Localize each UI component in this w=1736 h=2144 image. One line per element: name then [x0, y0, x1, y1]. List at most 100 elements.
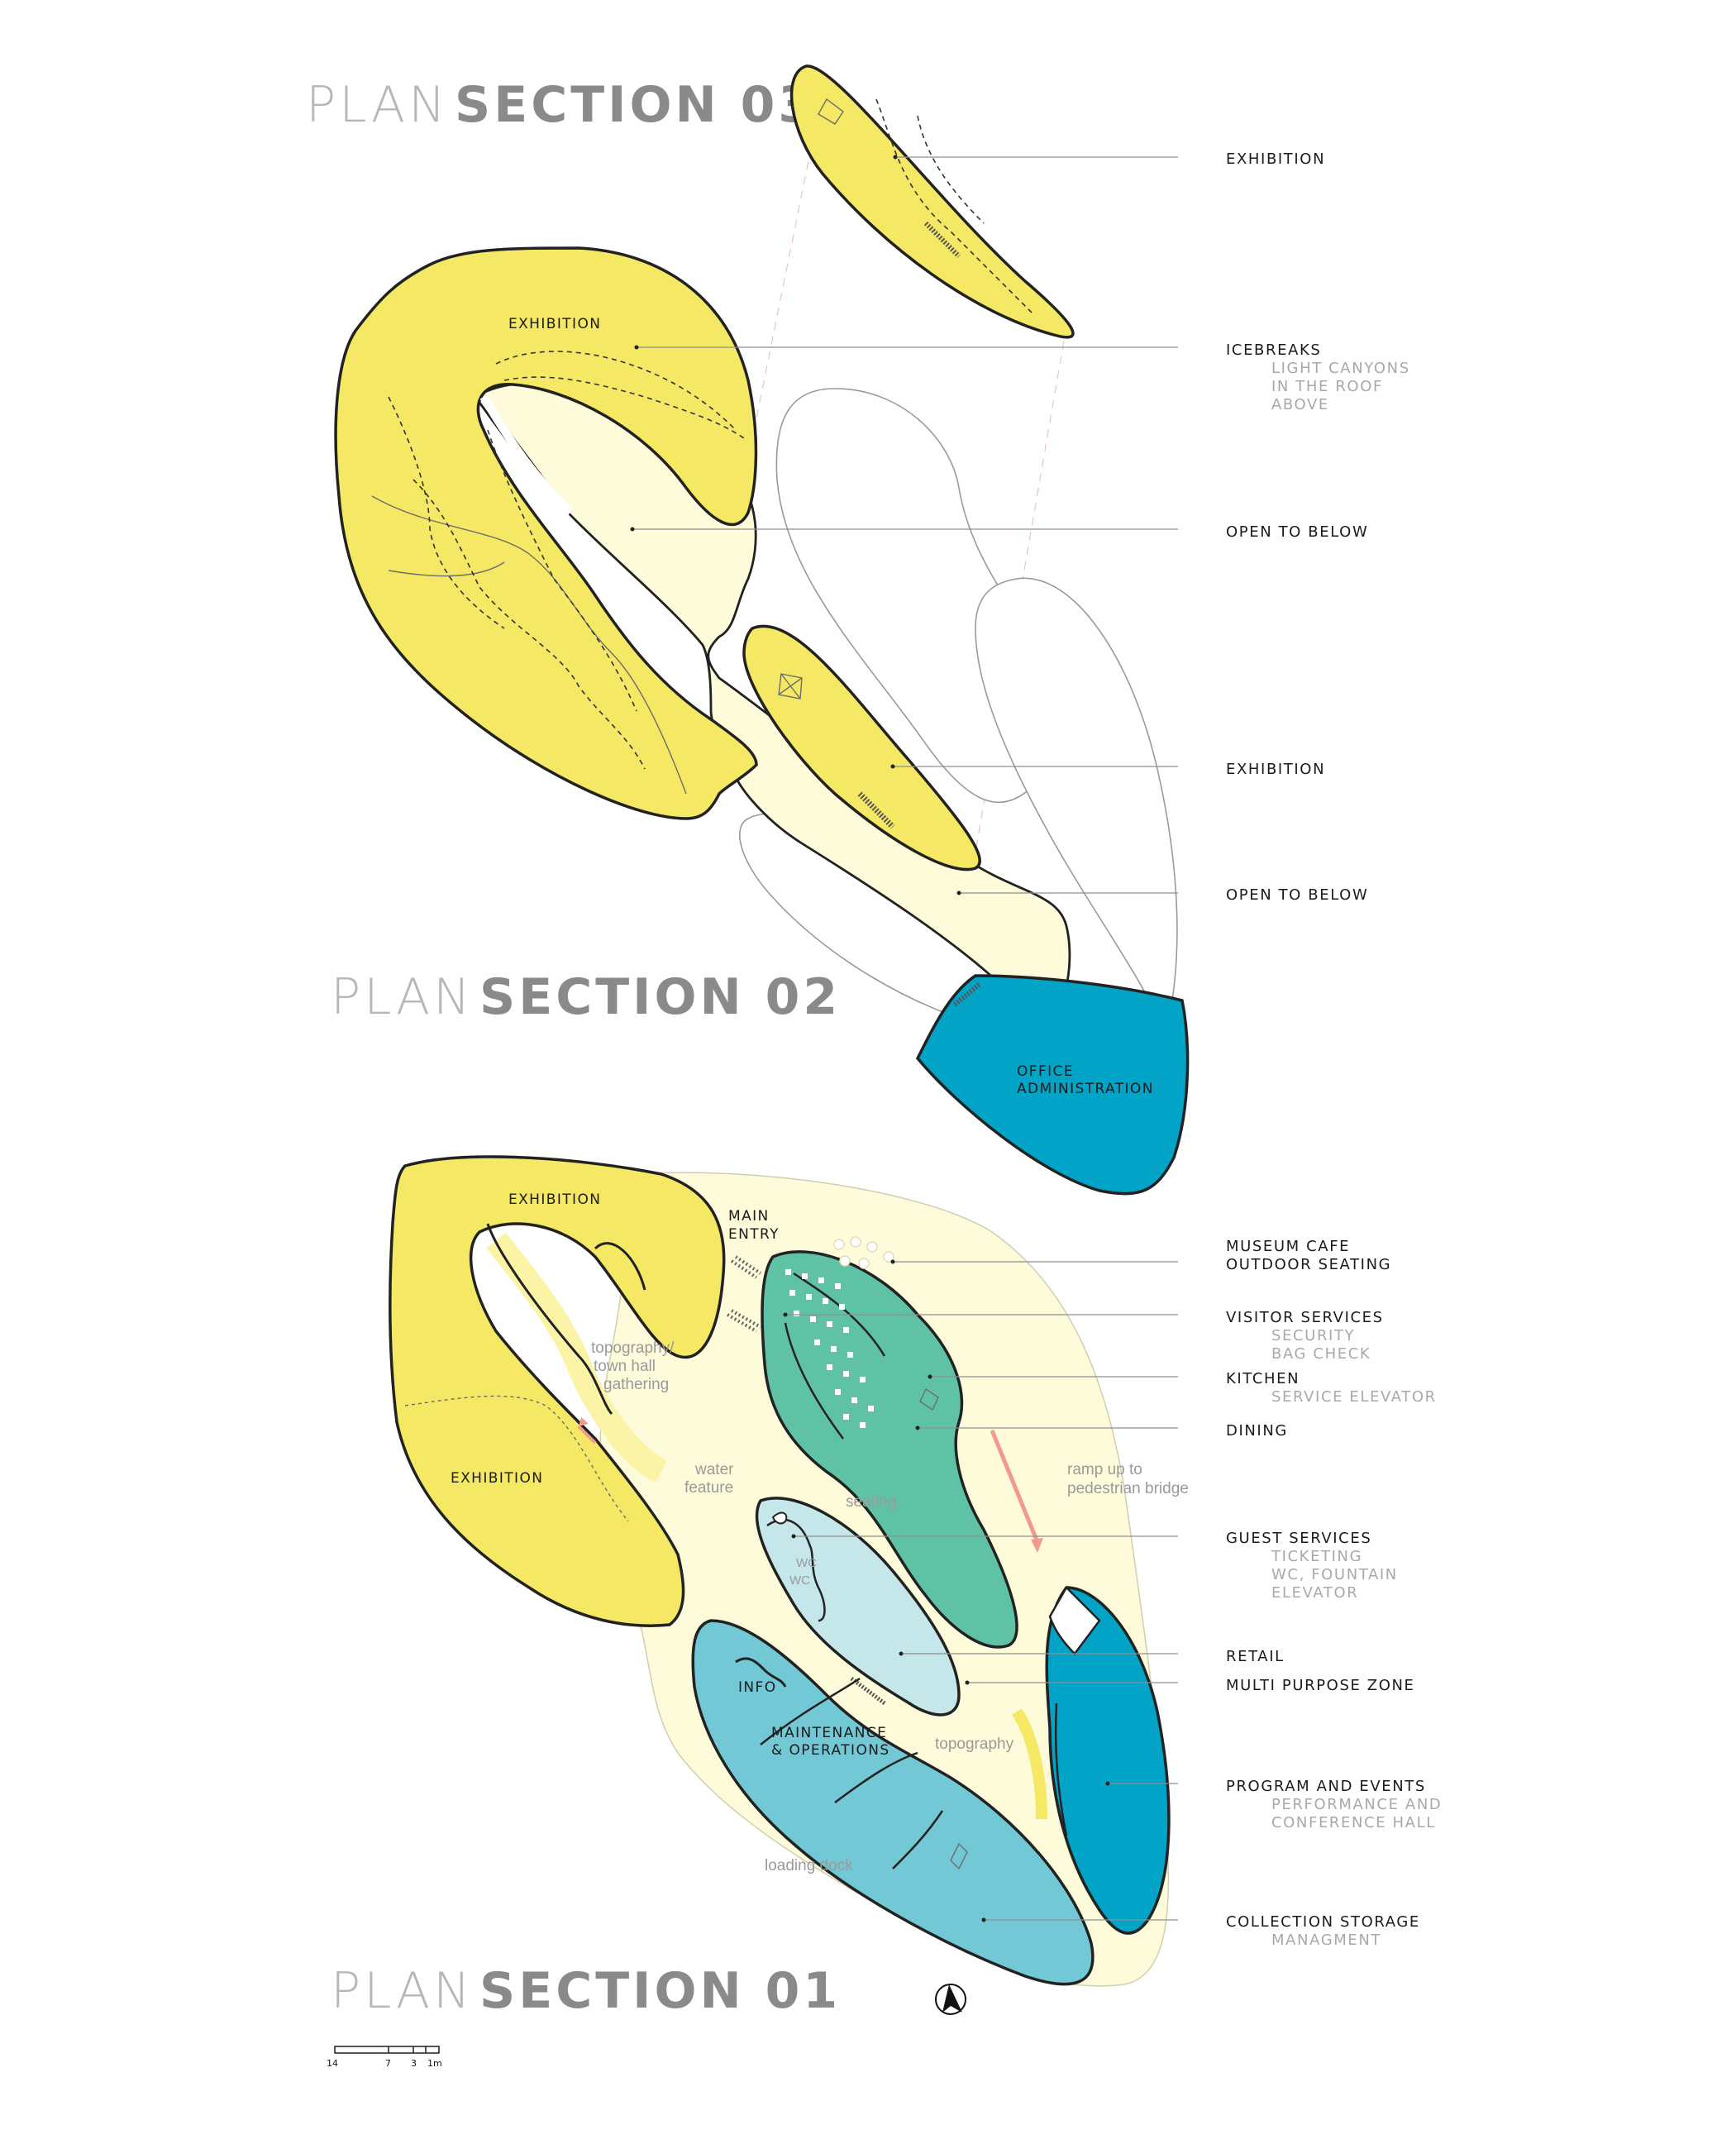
leader-lines — [630, 155, 1178, 1922]
exhibition-ramp — [486, 1232, 668, 1483]
topography-strip — [1012, 1708, 1047, 1820]
plan-section-02: PLAN SECTION 02 EXHIBITION OFFICE ADMINI… — [331, 246, 1190, 1196]
ramp-note-line2: pedestrian bridge — [1067, 1480, 1189, 1497]
water-feature-line2: feature — [684, 1479, 733, 1497]
label-guest-services: GUEST SERVICES — [1226, 1530, 1371, 1547]
section-01-title-plan: PLAN — [331, 1962, 474, 2020]
guest-services-wall — [766, 1518, 826, 1622]
glazing-strip — [479, 394, 574, 516]
main-entry-line1: MAIN — [728, 1208, 770, 1225]
main-entry-line2: ENTRY — [728, 1226, 780, 1243]
section-02-exhibition-label: EXHIBITION — [508, 316, 601, 332]
label-s03-exhibition: EXHIBITION — [1226, 150, 1325, 168]
wc-label-2: WC — [789, 1573, 810, 1588]
section-02-exhibition-large — [334, 246, 758, 820]
freight-elevator — [950, 1842, 968, 1870]
stair-mark — [857, 791, 895, 829]
scale-tick-1m: 1m — [427, 2058, 442, 2069]
label-kitchen-sub: SERVICE ELEVATOR — [1271, 1388, 1437, 1406]
entry-steps — [730, 1255, 762, 1279]
section-03-exhibition-volume — [789, 64, 1075, 339]
section-02-title-number: SECTION 02 — [479, 968, 841, 1026]
label-kitchen: KITCHEN — [1226, 1370, 1300, 1387]
label-cafe-line1: MUSEUM CAFE — [1226, 1238, 1350, 1255]
topography-note-line3: gathering — [603, 1376, 669, 1393]
icebreak-line — [917, 115, 985, 224]
stage-edge — [1054, 1702, 1068, 1836]
label-s02-exhibition: EXHIBITION — [1226, 761, 1325, 778]
fountain-icon — [771, 1511, 788, 1525]
program-and-events — [1045, 1586, 1171, 1935]
label-retail: RETAIL — [1226, 1648, 1285, 1665]
plan-section-01: PLAN SECTION 01 — [327, 1155, 1189, 2069]
icebreak-line — [503, 376, 745, 439]
label-visitor-sub2: BAG CHECK — [1271, 1345, 1371, 1363]
program-labels: EXHIBITION ICEBREAKS LIGHT CANYONS IN TH… — [1226, 150, 1442, 1949]
storage-wall — [892, 1810, 944, 1869]
plan-section-03: PLAN SECTION 03 — [306, 64, 1075, 852]
maintenance-label-line1: MAINTENANCE — [771, 1725, 887, 1741]
label-icebreaks: ICEBREAKS — [1226, 341, 1321, 359]
cafe-table-grid — [785, 1269, 874, 1428]
label-guest-sub2: WC, FOUNTAIN — [1271, 1566, 1398, 1583]
topography-note-line1: topography/ — [591, 1339, 675, 1357]
section-03-title-plan: PLAN — [306, 76, 449, 134]
label-open-to-below-1: OPEN TO BELOW — [1226, 523, 1368, 541]
wc-label-1: WC — [796, 1556, 817, 1570]
stair-mark — [850, 1677, 886, 1705]
topography-note: topography — [935, 1736, 1014, 1753]
scale-tick-7: 7 — [385, 2058, 391, 2069]
info-wall — [760, 1677, 861, 1745]
label-storage-sub: MANAGMENT — [1271, 1932, 1381, 1949]
rooflight-mark — [818, 98, 844, 125]
label-icebreaks-sub2: IN THE ROOF — [1271, 378, 1383, 395]
section-03-title-number: SECTION 03 — [455, 76, 816, 134]
vent-mark — [778, 673, 803, 700]
guest-services-retail — [755, 1497, 961, 1717]
exhibition-wall — [486, 1223, 613, 1416]
info-label: INFO — [738, 1679, 777, 1696]
label-program-events: PROGRAM AND EVENTS — [1226, 1778, 1426, 1795]
office-administration — [915, 974, 1190, 1196]
label-visitor-services: VISITOR SERVICES — [1226, 1309, 1384, 1326]
floor-contour — [388, 561, 505, 577]
label-guest-sub1: TICKETING — [1271, 1548, 1362, 1565]
ramp-direction-arrow — [990, 1430, 1040, 1543]
loading-dock-note: loading dock — [765, 1857, 853, 1874]
stair-mark — [953, 981, 981, 1007]
label-collection-storage: COLLECTION STORAGE — [1226, 1913, 1420, 1931]
icebreak-line — [413, 479, 646, 770]
exhibition-top-label: EXHIBITION — [508, 1191, 601, 1208]
icebreak-line — [487, 429, 637, 712]
label-cafe-line2: OUTDOOR SEATING — [1226, 1256, 1391, 1273]
label-guest-sub3: ELEVATOR — [1271, 1584, 1358, 1602]
water-feature-line1: water — [694, 1461, 734, 1478]
label-icebreaks-sub3: ABOVE — [1271, 396, 1329, 413]
seating-note: seating — [846, 1493, 896, 1511]
ramp-arrowhead — [579, 1417, 589, 1426]
entry-steps — [727, 1309, 761, 1333]
exhibition-wall — [594, 1242, 646, 1291]
ramp-arrow — [577, 1425, 597, 1444]
office-label-line1: OFFICE — [1017, 1063, 1074, 1080]
office-label-line2: ADMINISTRATION — [1017, 1081, 1154, 1097]
label-icebreaks-sub1: LIGHT CANYONS — [1271, 360, 1410, 377]
service-elevator — [919, 1387, 939, 1411]
info-desk — [735, 1657, 787, 1688]
section-02-title-plan: PLAN — [331, 968, 474, 1026]
ramp-arrowhead — [1031, 1538, 1043, 1553]
label-program-sub2: CONFERENCE HALL — [1271, 1814, 1436, 1831]
maintenance-label-line2: & OPERATIONS — [771, 1742, 890, 1759]
label-program-sub1: PERFORMANCE AND — [1271, 1796, 1442, 1813]
dining-area — [761, 1250, 1018, 1649]
section-01-title-number: SECTION 01 — [479, 1962, 841, 2020]
label-visitor-sub1: SECURITY — [1271, 1327, 1355, 1344]
icebreak-line — [875, 98, 1034, 315]
collection-storage-and-maintenance — [691, 1619, 1095, 1986]
exhibition-left-label: EXHIBITION — [451, 1470, 543, 1487]
maintenance-wall — [834, 1751, 918, 1804]
scale-tick-14: 14 — [327, 2058, 338, 2069]
label-dining: DINING — [1226, 1422, 1288, 1440]
icebreak-line — [388, 396, 505, 629]
